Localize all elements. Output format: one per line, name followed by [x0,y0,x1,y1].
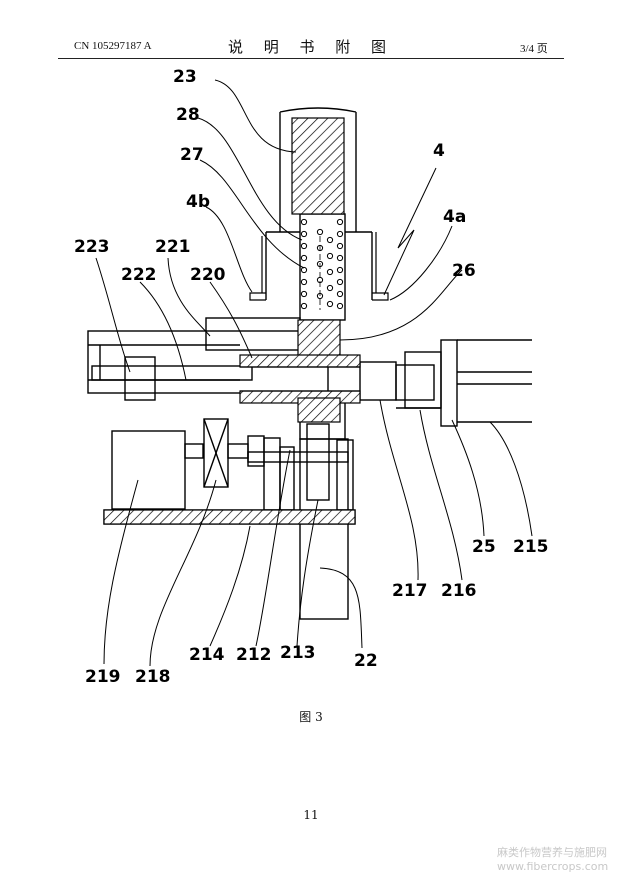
label-4: 4 [433,141,445,161]
watermark-site-name: 麻类作物营养与施肥网 [497,846,607,859]
label-22: 22 [354,651,378,671]
label-4b: 4b [186,192,210,212]
leader-lines [95,79,533,667]
label-213: 213 [280,643,316,663]
label-26: 26 [452,261,476,281]
label-28: 28 [176,105,200,125]
section-title: 说 明 书 附 图 [227,38,395,56]
label-218: 218 [135,667,171,687]
page-number: 11 [303,808,319,822]
label-220: 220 [190,265,226,285]
spring-coils [300,218,344,310]
watermark-url: www.fibercrops.com [497,860,609,873]
page-of: 3/4 页 [520,43,548,55]
hatched-parts [103,117,361,525]
label-219: 219 [85,667,121,687]
label-215: 215 [513,537,549,557]
part-labels: 23 28 27 4b 4 4a 223 221 222 220 26 25 2… [74,67,549,687]
label-223: 223 [74,237,110,257]
label-212: 212 [236,645,272,665]
label-214: 214 [189,645,225,665]
sensor-brackets [249,232,389,301]
label-222: 222 [121,265,157,285]
label-216: 216 [441,581,477,601]
label-217: 217 [392,581,428,601]
label-27: 27 [180,145,204,165]
machine-outline [87,107,532,620]
label-4a: 4a [443,207,466,227]
label-23: 23 [173,67,197,87]
publication-number: CN 105297187 A [74,40,152,52]
label-221: 221 [155,237,191,257]
figure-caption: 图 3 [299,710,323,724]
label-25: 25 [472,537,496,557]
header-rule [58,58,564,59]
